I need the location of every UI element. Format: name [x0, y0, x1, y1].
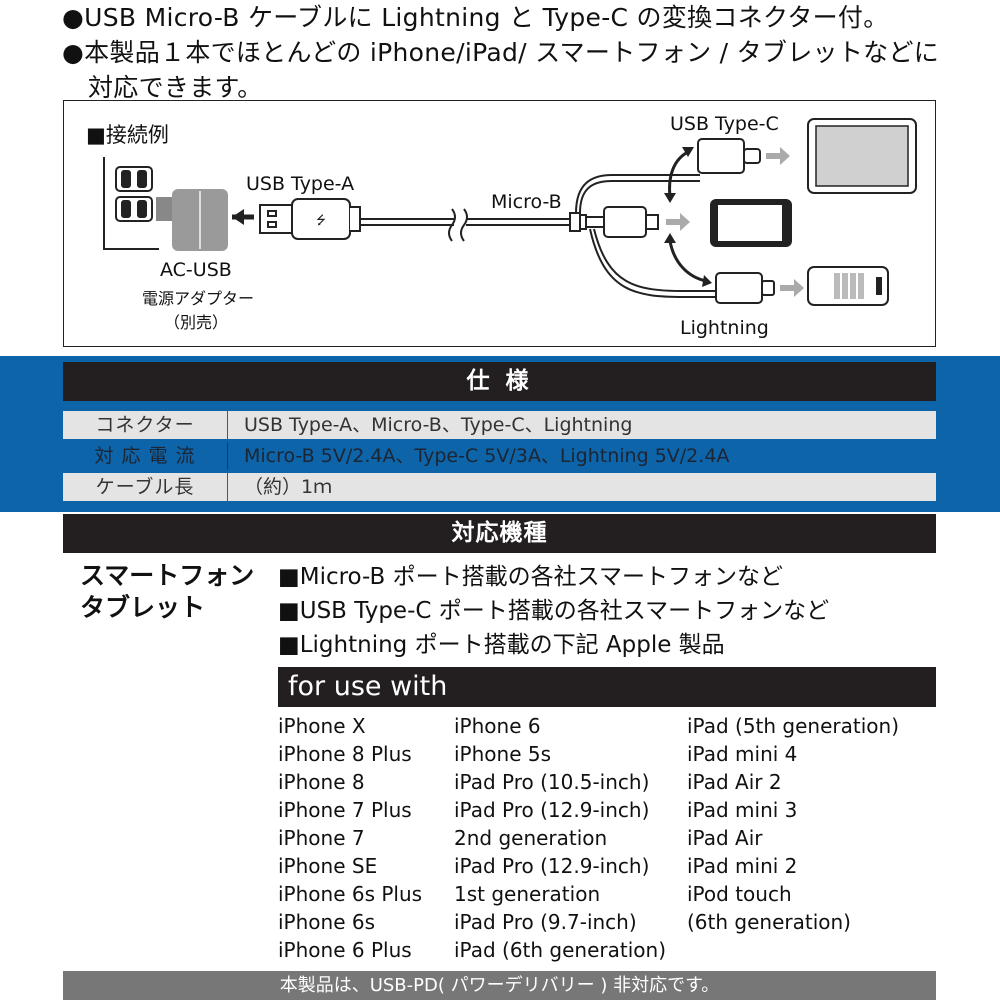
category-line: スマートフォン — [80, 561, 255, 590]
port-item: ■Lightning ポート搭載の下記 Apple 製品 — [278, 632, 725, 658]
model-item: iPhone 7 Plus — [278, 798, 412, 822]
model-item: iPad Pro (12.9-inch) — [454, 854, 650, 878]
model-item: iPhone SE — [278, 854, 378, 878]
lightning-label: Lightning — [680, 317, 769, 339]
model-item: iPad mini 2 — [687, 854, 798, 878]
port-item: ■USB Type-C ポート搭載の各社スマートフォンなど — [278, 598, 830, 624]
usb-pd-notice: 本製品は、USB-PD( パワーデリバリー ) 非対応です。 — [63, 971, 936, 1000]
device-category: スマートフォン タブレット — [80, 560, 254, 624]
spec-value: Micro-B 5V/2.4A、Type-C 5V/3A、Lightning 5… — [244, 445, 730, 467]
diagram-title: ■接続例 — [86, 123, 169, 147]
port-item: ■Micro-B ポート搭載の各社スマートフォンなど — [278, 564, 783, 590]
spec-row: 対 応 電 流 Micro-B 5V/2.4A、Type-C 5V/3A、Lig… — [63, 442, 936, 470]
tablet-icon — [807, 118, 917, 194]
adapter-label: 電源アダプター — [142, 289, 255, 308]
spec-key: 対 応 電 流 — [63, 442, 228, 470]
category-line: タブレット — [80, 593, 206, 622]
usb-type-c-label: USB Type-C — [670, 113, 779, 135]
micro-b-label: Micro-B — [491, 191, 562, 213]
model-item: iPhone 6 — [454, 714, 541, 738]
svg-text:⭍: ⭍ — [316, 213, 326, 227]
model-item: iPad Air — [687, 826, 763, 850]
model-item: iPad mini 4 — [687, 742, 798, 766]
port-list: ■Micro-B ポート搭載の各社スマートフォンなど ■USB Type-C ポ… — [278, 560, 829, 662]
spec-row: ケーブル長 （約）1ｍ — [63, 473, 936, 501]
model-item: iPhone 7 — [278, 826, 365, 850]
model-item: iPod touch — [687, 882, 792, 906]
model-item: iPhone 8 Plus — [278, 742, 412, 766]
wall-outlet-icon — [103, 157, 159, 250]
direction-arrows — [666, 147, 804, 297]
usb-a-plug-icon — [259, 198, 361, 240]
adapter-label: （別売） — [164, 313, 229, 332]
lightning-adapter-icon — [715, 272, 775, 304]
model-item: iPhone 5s — [454, 742, 552, 766]
model-item: iPad Pro (10.5-inch) — [454, 770, 650, 794]
connection-illustration: ⭍ — [103, 118, 917, 306]
compat-header: 対応機種 — [63, 514, 936, 553]
model-item: 2nd generation — [454, 826, 608, 850]
model-item: iPhone 6s Plus — [278, 882, 423, 906]
model-item: iPad (5th generation) — [687, 714, 900, 738]
micro-b-plug-icon — [569, 206, 659, 238]
model-item: iPad Air 2 — [687, 770, 782, 794]
model-item: iPhone X — [278, 714, 366, 738]
model-item: iPad mini 3 — [687, 798, 798, 822]
model-item: iPad Pro (12.9-inch) — [454, 798, 650, 822]
model-item: iPhone 6 Plus — [278, 938, 412, 962]
ac-adapter-icon — [156, 189, 228, 251]
spec-key: ケーブル長 — [63, 473, 228, 501]
model-item: iPhone 8 — [278, 770, 365, 794]
feature-bullet: ●USB Micro-B ケーブルに Lightning と Type-C の変… — [62, 3, 889, 32]
model-item: iPhone 6s — [278, 910, 376, 934]
spec-value: （約）1ｍ — [244, 476, 333, 498]
model-column: iPhone 6 iPhone 5s iPad Pro (10.5-inch) … — [454, 712, 666, 964]
model-column: iPad (5th generation) iPad mini 4 iPad A… — [687, 712, 899, 936]
model-column: iPhone X iPhone 8 Plus iPhone 8 iPhone 7… — [278, 712, 422, 964]
feature-bullet: 対応できます。 — [88, 73, 263, 102]
feature-bullet: ●本製品１本でほとんどの iPhone/iPad/ スマートフォン / タブレッ… — [62, 38, 940, 67]
model-item: iPad (6th generation) — [454, 938, 667, 962]
usb-type-a-label: USB Type-A — [246, 173, 355, 195]
model-item: 1st generation — [454, 882, 601, 906]
type-c-adapter-icon — [697, 138, 761, 174]
iphone-icon — [807, 266, 889, 306]
smartphone-icon — [710, 199, 792, 247]
connection-diagram: ⭍ — [63, 100, 936, 347]
feature-bullets: ●USB Micro-B ケーブルに Lightning と Type-C の変… — [62, 0, 982, 105]
model-item: iPad Pro (9.7-inch) — [454, 910, 637, 934]
spec-key: コネクター — [63, 411, 228, 439]
spec-value: USB Type-A、Micro-B、Type-C、Lightning — [244, 414, 633, 436]
spec-header: 仕 様 — [63, 362, 936, 401]
model-item: (6th generation) — [687, 910, 851, 934]
spec-row: コネクター USB Type-A、Micro-B、Type-C、Lightnin… — [63, 411, 936, 439]
adapter-label: AC-USB — [160, 259, 232, 281]
for-use-with-bar: for use with — [278, 667, 936, 707]
